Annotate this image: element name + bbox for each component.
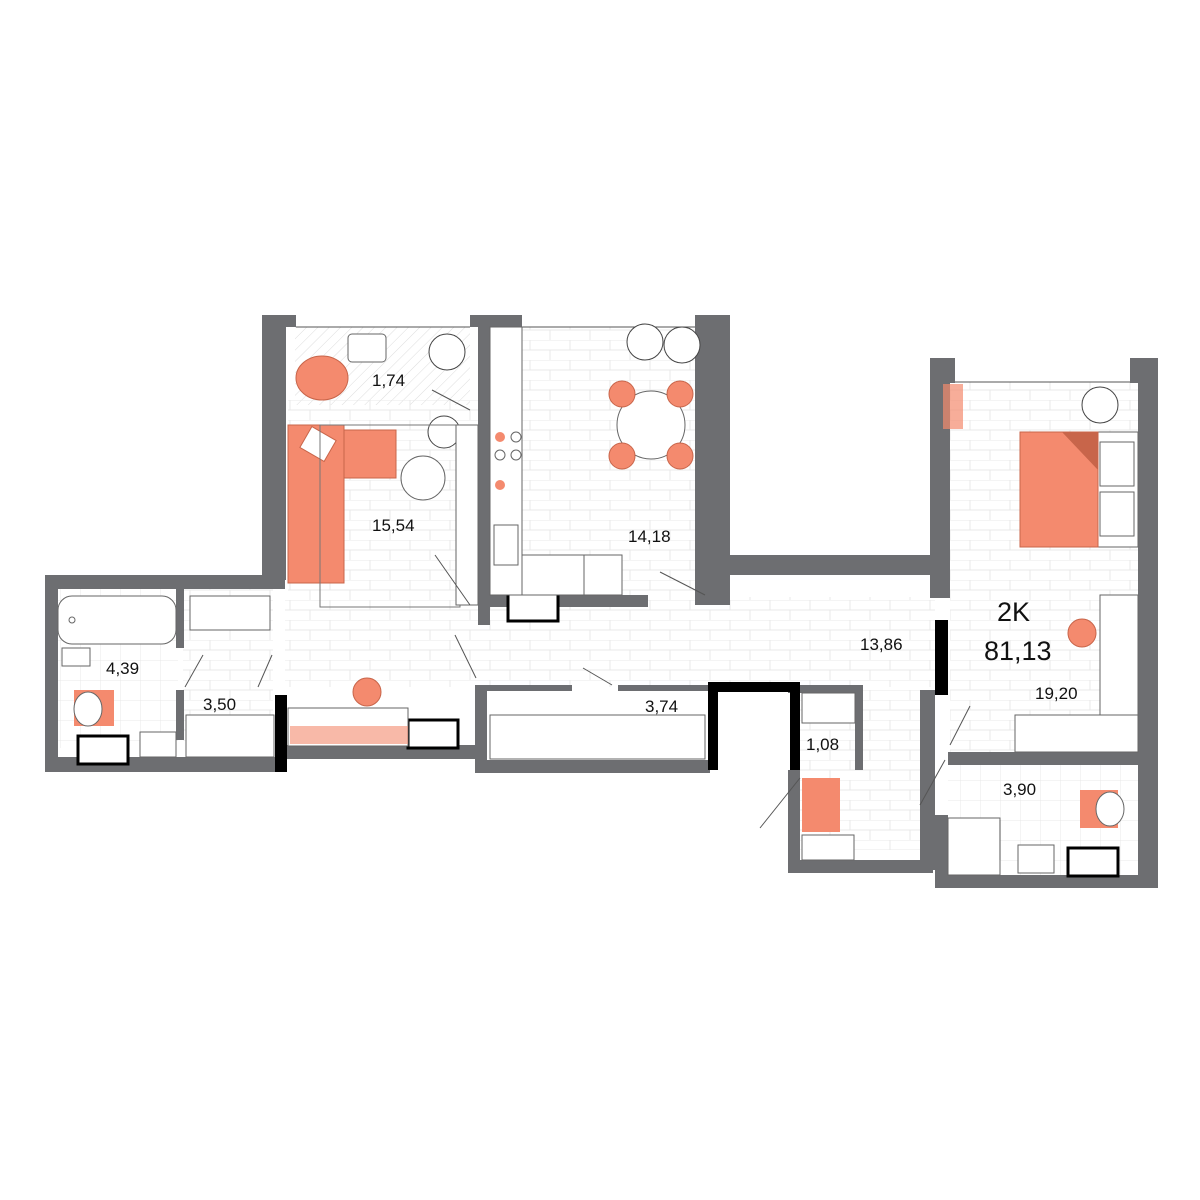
apartment-type: 2K [997,597,1030,627]
shower-sink [1017,844,1055,874]
storage-shelf [801,692,856,724]
partitions [275,620,948,772]
tv-stand [455,424,479,606]
storage-cabinet [802,778,840,832]
dining-table [608,380,694,470]
shoe-cabinet [185,714,275,758]
room-area-corridor: 13,86 [860,635,903,654]
balcony-armchair [295,333,387,401]
bookshelf-stripes [290,726,408,744]
room-area-bedroom: 19,20 [1035,684,1078,703]
room-area-closet: 3,74 [645,697,678,716]
kitchen-counter [489,326,623,596]
washing-machine [139,731,177,758]
hall-wardrobe [189,595,271,631]
bedroom-shelf [943,384,963,429]
stove-icon [801,834,855,861]
room-area-kitchen: 14,18 [628,527,671,546]
walls [45,315,1158,888]
windows [76,326,1130,878]
desk-chair [352,677,382,707]
room-area-bathroom: 4,39 [106,659,139,678]
closet-wardrobe [489,714,706,760]
bedroom-desk [1099,594,1139,716]
bed [1019,431,1139,548]
room-area-living-room: 15,54 [372,516,415,535]
room-area-storage: 1,08 [806,735,839,754]
toilet-icon [73,691,103,727]
room-area-hall: 3,50 [203,695,236,714]
room-area-balcony: 1,74 [372,371,405,390]
room-area-shower-room: 3,90 [1003,780,1036,799]
plant-icon [427,323,1119,449]
coffee-table [400,455,446,501]
shower-cabin [947,817,1001,876]
bedroom-wardrobe [1014,714,1139,753]
sink [61,647,91,667]
apartment-total-area: 81,13 [984,636,1052,666]
door-swings [184,389,1001,860]
bathtub [57,595,177,645]
bedroom-chair [1067,618,1097,648]
shower-toilet-icon [1095,791,1125,827]
sofa [287,424,397,584]
